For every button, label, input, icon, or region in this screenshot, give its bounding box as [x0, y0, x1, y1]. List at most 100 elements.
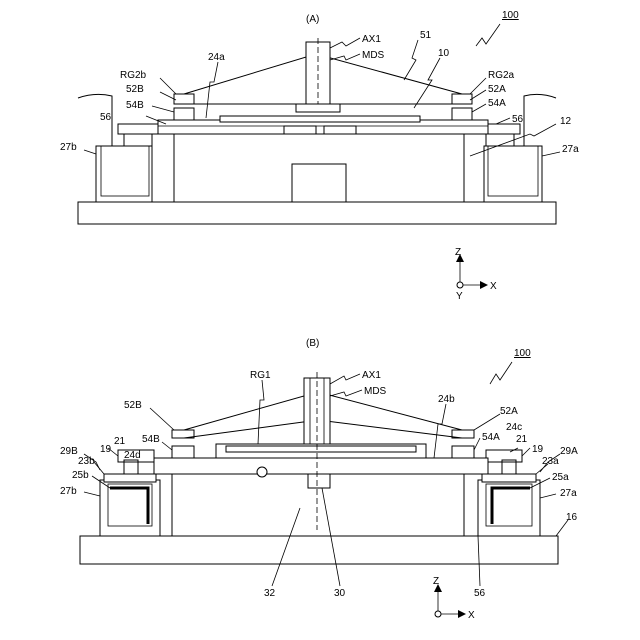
label-56l-a: 56: [100, 112, 112, 123]
label-24b: 24b: [438, 394, 455, 405]
bracket-right-foot-a: [486, 134, 514, 146]
label-52b-a: 52B: [126, 84, 144, 95]
label-rg2a: RG2a: [488, 70, 515, 81]
axis-z-label-b: Z: [433, 576, 439, 587]
axis-x-label-b: X: [468, 610, 475, 621]
leader-27b-a: [84, 150, 96, 154]
coil-25b: [110, 488, 148, 524]
axis-origin-b: [435, 611, 441, 617]
label-rg1: RG1: [250, 370, 271, 381]
label-24a: 24a: [208, 52, 225, 63]
label-30: 30: [334, 588, 346, 599]
leader-10: [414, 58, 440, 108]
label-rg2b: RG2b: [120, 70, 147, 81]
label-10: 10: [438, 48, 450, 59]
label-56r-a: 56: [512, 114, 524, 125]
block-27b-recess: [108, 484, 152, 526]
label-24d: 24d: [124, 450, 141, 461]
leader-52a-b: [474, 414, 500, 430]
leader-54b-a: [152, 106, 174, 112]
bearing-b: [257, 467, 267, 477]
label-ax1-b: AX1: [362, 370, 381, 381]
leader-56-b: [478, 536, 480, 586]
plate-23a: [482, 474, 536, 482]
figure-a-caption: (A): [306, 14, 319, 25]
axis-y-origin-a: [457, 282, 463, 288]
axes-b: Z X: [433, 576, 475, 621]
label-19-left: 19: [100, 444, 112, 455]
figure-b-caption: (B): [306, 338, 319, 349]
pad-54a-a: [452, 108, 472, 120]
axis-x-label-a: X: [490, 281, 497, 292]
label-27b-a: 27b: [60, 142, 77, 153]
figure-a: (A) 100: [60, 10, 579, 302]
base-plate-16: [80, 536, 558, 564]
label-21-left: 21: [114, 436, 126, 447]
leader-54a-b: [474, 438, 480, 450]
leader-30: [322, 488, 340, 586]
figure-a-ref-number: 100: [502, 10, 519, 21]
label-52a-b: 52A: [500, 406, 518, 417]
leader-27a-a: [542, 152, 560, 156]
substrate-10: [220, 116, 420, 122]
axis-x-arrow-a: [480, 281, 488, 289]
block-27b-a: [96, 146, 152, 202]
leader-ax1-b: [330, 374, 360, 384]
figure-b-ref-number: 100: [514, 348, 531, 359]
axes-a: Z Y X: [455, 247, 497, 302]
ref-leader-a: [476, 24, 500, 46]
head-a: [296, 104, 340, 112]
label-54b-a: 54B: [126, 100, 144, 111]
pad-54b-a: [174, 108, 194, 120]
figure-b: (B) 100: [60, 338, 578, 621]
label-mds-b: MDS: [364, 386, 387, 397]
leader-54b-b: [162, 442, 172, 450]
label-54b-b: 54B: [142, 434, 160, 445]
leader-56r-a: [496, 118, 510, 124]
label-23b: 23b: [78, 456, 95, 467]
ref-leader-b: [490, 362, 512, 384]
leader-24a: [206, 62, 218, 118]
pad-52b-a: [174, 94, 194, 104]
leader-52b-b: [150, 408, 174, 430]
leader-19r: [522, 448, 530, 456]
label-ax1-a: AX1: [362, 34, 381, 45]
label-25a: 25a: [552, 472, 569, 483]
pad-54b-b: [172, 446, 194, 458]
label-32: 32: [264, 588, 276, 599]
leader-rg2b: [160, 78, 176, 94]
coil-25a: [492, 488, 530, 524]
label-27b-b: 27b: [60, 486, 77, 497]
chuck-block-right: [324, 126, 356, 134]
leader-24b: [434, 404, 446, 458]
leader-32: [272, 508, 300, 586]
leader-27b-b: [84, 492, 100, 496]
label-19-right: 19: [532, 444, 544, 455]
label-21-right: 21: [516, 434, 528, 445]
plate-24b: [154, 458, 488, 474]
axis-x-arrow-b: [458, 610, 466, 618]
base-plate-a: [78, 202, 556, 224]
leader-mds-a: [330, 54, 360, 60]
label-29a: 29A: [560, 446, 578, 457]
bracket-left-a: [118, 124, 158, 134]
label-56-b: 56: [474, 588, 486, 599]
label-24c: 24c: [506, 422, 522, 433]
label-54a-a: 54A: [488, 98, 506, 109]
chuck-block-left: [284, 126, 316, 134]
label-16: 16: [566, 512, 578, 523]
substrate-b: [226, 446, 416, 452]
axis-z-label-a: Z: [455, 247, 461, 258]
leader-23b: [94, 462, 104, 474]
label-29b: 29B: [60, 446, 78, 457]
leader-27a-b: [540, 494, 556, 498]
label-25b: 25b: [72, 470, 89, 481]
label-52b-b: 52B: [124, 400, 142, 411]
label-27a-a: 27a: [562, 144, 579, 155]
leader-51: [404, 40, 418, 80]
stage-body-b: [172, 474, 464, 536]
pad-52a-a: [452, 94, 472, 104]
leader-54a-a: [472, 104, 486, 112]
label-27a-b: 27a: [560, 488, 577, 499]
